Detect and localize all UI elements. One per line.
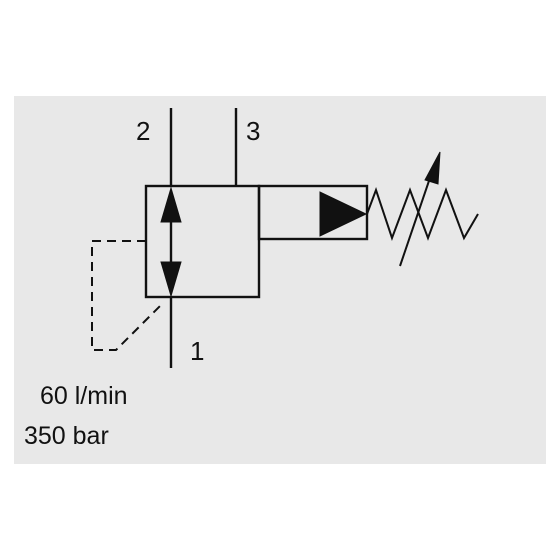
diagram-background — [14, 96, 546, 464]
flow-rating-label: 60 l/min — [40, 382, 128, 410]
pressure-rating-label: 350 bar — [24, 422, 109, 450]
valve-body — [144, 184, 261, 299]
adjustable-spring-icon — [366, 151, 479, 267]
pilot-line-dashed — [91, 240, 161, 351]
port-2-label: 2 — [136, 116, 150, 146]
port-3-label: 3 — [246, 116, 260, 146]
port-1-label: 1 — [190, 336, 204, 366]
double-headed-arrow-icon — [160, 186, 182, 298]
triangle-icon — [319, 191, 368, 237]
